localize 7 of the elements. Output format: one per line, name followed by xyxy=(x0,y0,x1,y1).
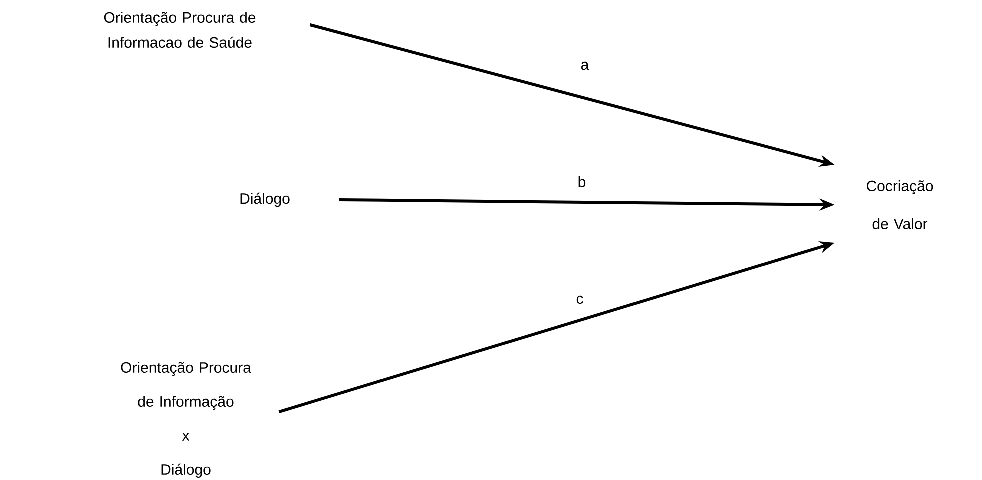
node-label: Diálogo xyxy=(240,192,290,208)
node-label: Orientação Procura de Informacao de Saúde xyxy=(104,12,256,48)
node-label: Orientação Procura de Informação x Diálogo xyxy=(121,362,252,478)
node-label: Cocriação de Valor xyxy=(867,180,934,230)
edge-label: b xyxy=(576,176,588,188)
edge-label: c xyxy=(575,294,585,306)
edge-label: a xyxy=(580,60,590,72)
